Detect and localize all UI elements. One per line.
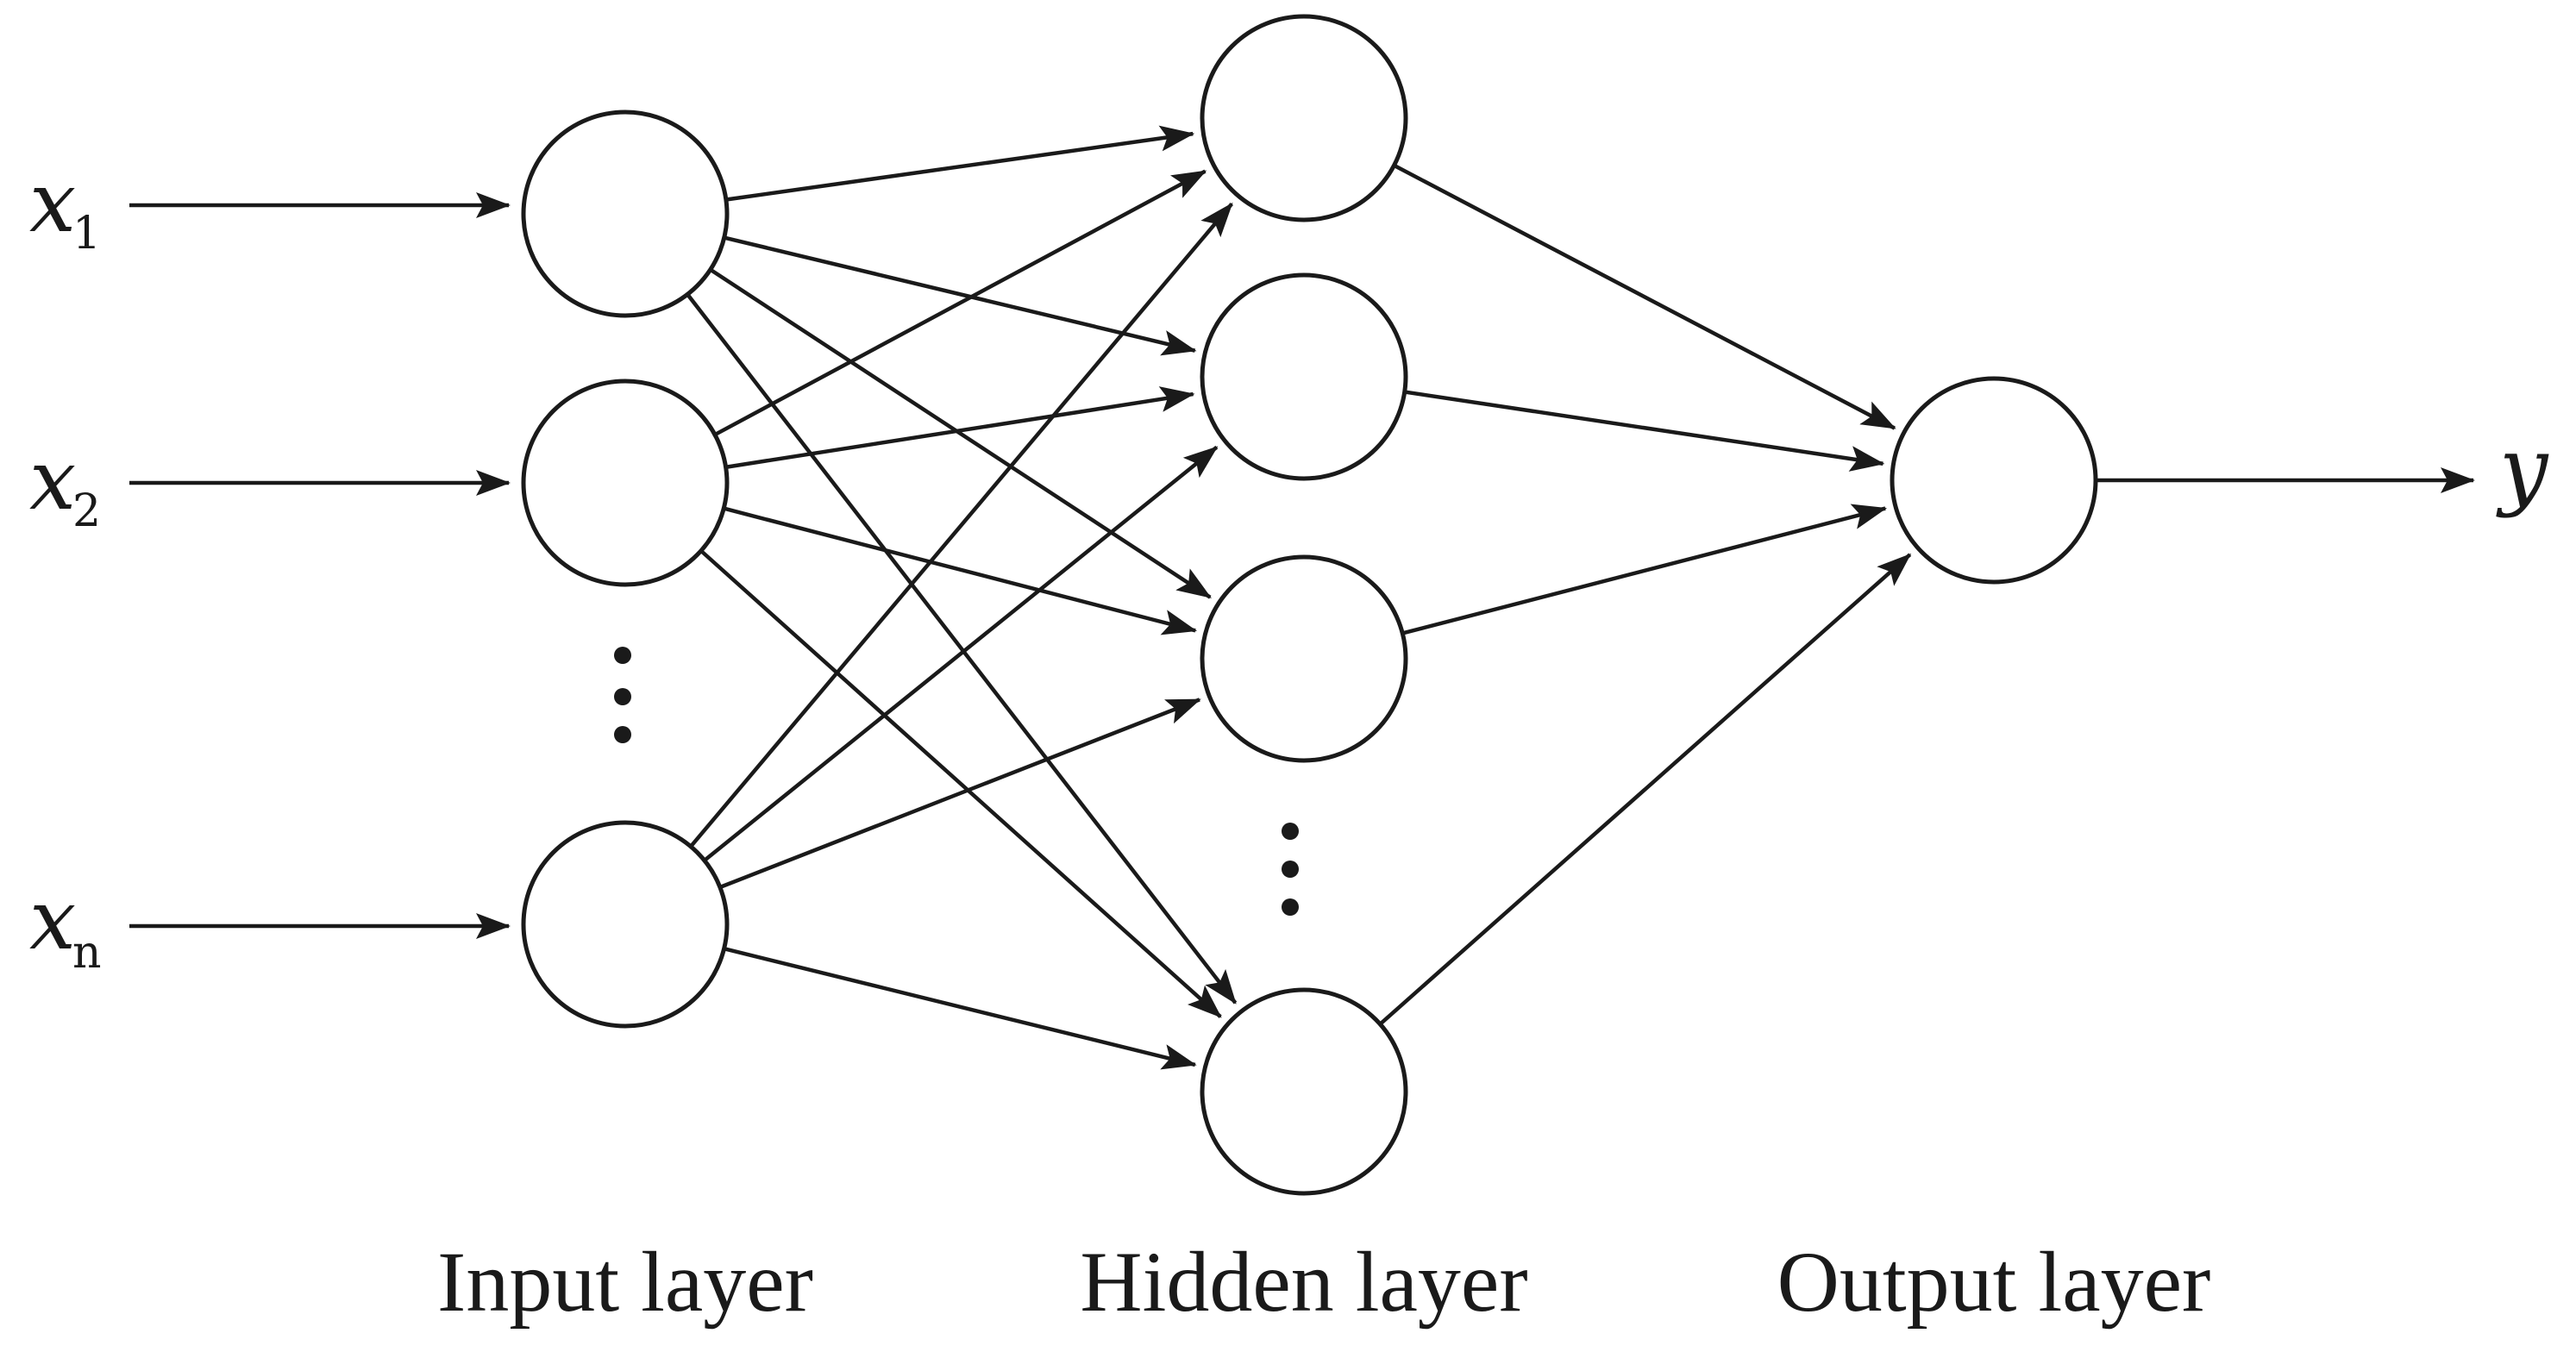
hidden-node-m	[1200, 987, 1408, 1196]
output-layer-label: Output layer	[1777, 1234, 2211, 1330]
edge-input1-hidden1	[727, 125, 1195, 202]
input-node-1	[521, 110, 730, 318]
input-sub-n: n	[72, 927, 102, 979]
edge-input1-hidden3	[711, 268, 1212, 599]
input-label-n: x n	[29, 872, 102, 979]
input-var-1: x	[29, 154, 76, 251]
edge-hidden4-output	[1380, 553, 1912, 1025]
hidden-layer-label: Hidden layer	[1080, 1234, 1527, 1330]
edge-hidden3-output	[1403, 504, 1888, 635]
hidden-node-1	[1200, 14, 1408, 222]
hidden-node-2	[1200, 272, 1408, 481]
edge-input1-hidden4	[686, 294, 1238, 1005]
edge-input2-hidden4	[700, 550, 1222, 1018]
edge-input2-hidden2	[727, 386, 1195, 469]
input-label-1: x 1	[29, 154, 101, 260]
input-node-2	[521, 379, 730, 587]
edge-input2-hidden3	[724, 506, 1198, 635]
output-node	[1890, 376, 2098, 585]
edge-input1-hidden2	[725, 235, 1197, 356]
hidden-node-3	[1200, 554, 1408, 763]
output-var: y	[2496, 418, 2549, 519]
input-sub-2: 2	[72, 485, 101, 537]
edge-input3-hidden1	[690, 202, 1234, 847]
edge-input3-hidden2	[704, 445, 1219, 861]
edge-hidden2-output	[1406, 390, 1885, 472]
input-var-n: x	[29, 872, 76, 968]
edge-input3-hidden3	[720, 698, 1201, 889]
edge-input3-hidden4	[724, 947, 1197, 1070]
input-node-n	[521, 820, 730, 1029]
input-layer-label: Input layer	[437, 1234, 813, 1330]
input-sub-1: 1	[72, 208, 101, 260]
connections	[686, 125, 1912, 1070]
input-var-2: x	[29, 432, 76, 529]
edge-input2-hidden1	[715, 169, 1207, 436]
input-ellipsis	[614, 647, 631, 743]
input-label-2: x 2	[29, 432, 101, 537]
hidden-ellipsis	[1282, 823, 1299, 916]
edge-hidden1-output	[1395, 164, 1896, 430]
